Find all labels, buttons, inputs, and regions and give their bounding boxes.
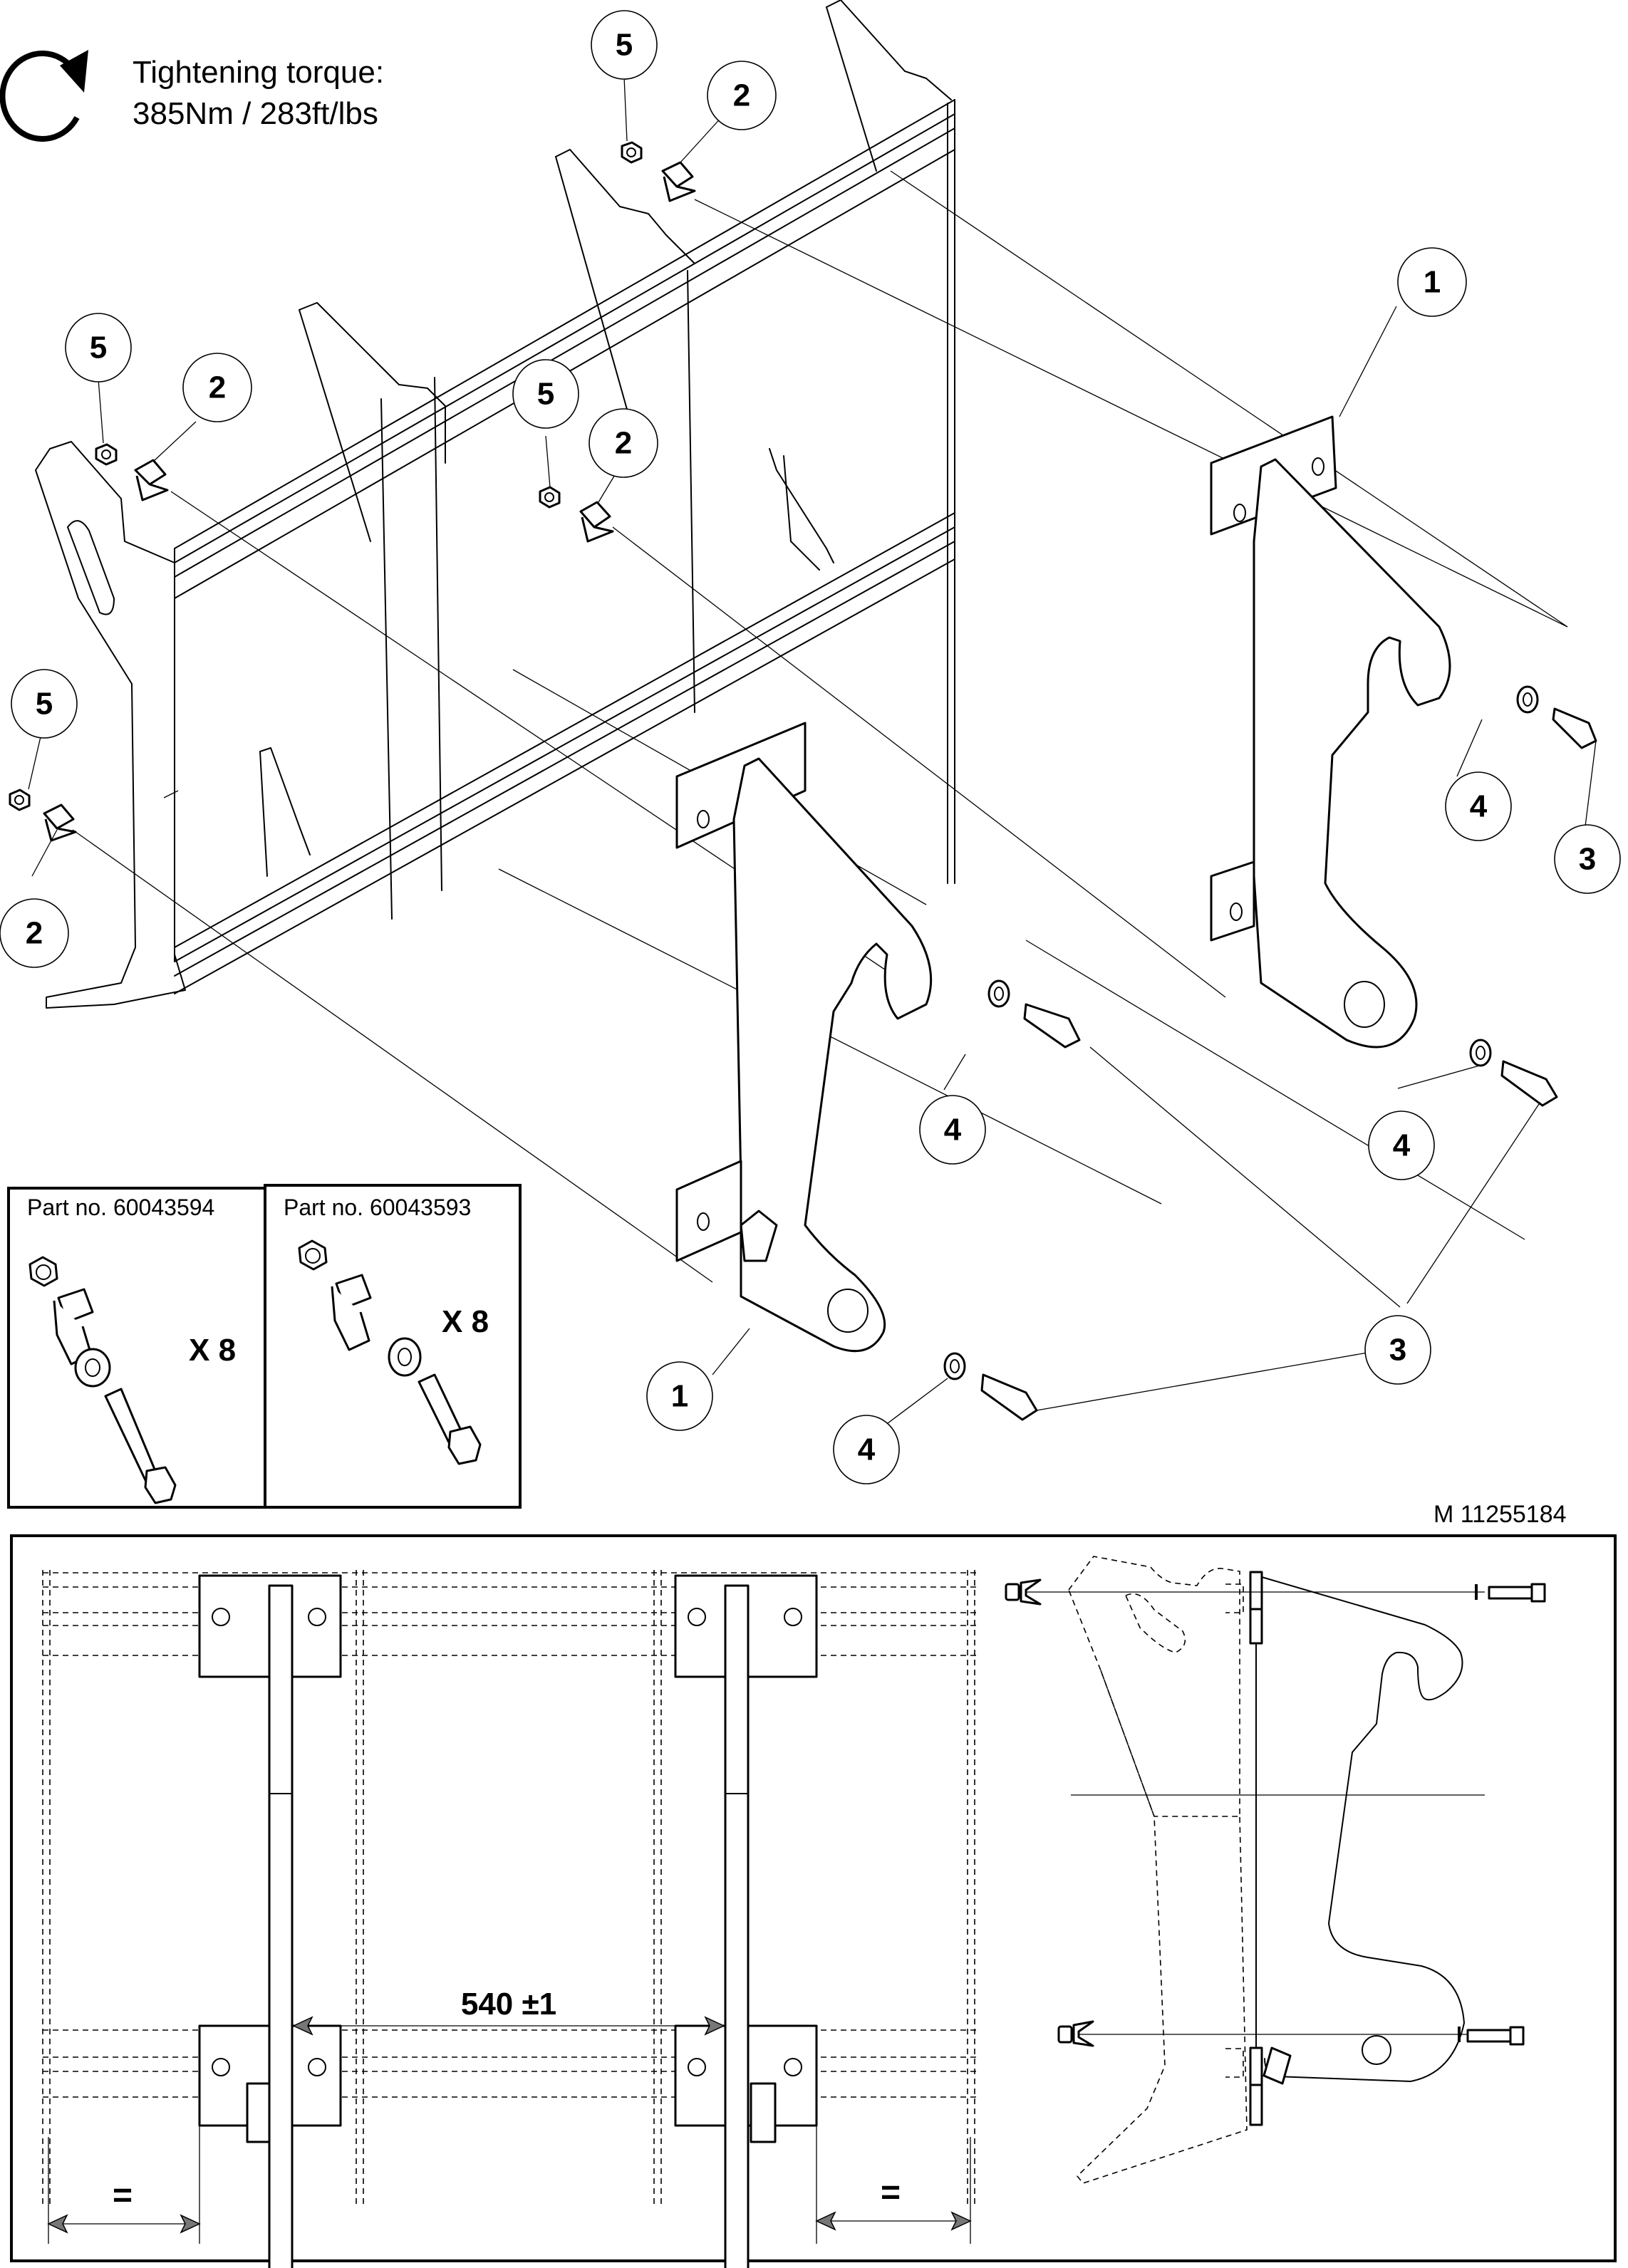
torque-value: 385Nm / 283ft/lbs [133, 96, 378, 131]
equal-dimension-left: = [47, 2126, 201, 2244]
rotate-clockwise-icon [0, 50, 88, 142]
fastener-nut-clamp [9, 141, 696, 842]
callout-2-middle: 2 [589, 408, 658, 478]
torque-label: Tightening torque: [133, 55, 384, 90]
washers-and-bolts [943, 685, 1597, 1421]
dimension-panel [10, 1534, 1617, 2262]
callout-3-lower: 3 [1364, 1315, 1431, 1385]
callout-number: 5 [36, 687, 53, 722]
drawing-number: M 11255184 [1433, 1501, 1567, 1528]
callout-number: 4 [944, 1113, 962, 1148]
callout-3-right-upper: 3 [1554, 824, 1621, 894]
hex-nut-icon [28, 1256, 58, 1287]
callout-4-middle: 4 [919, 1095, 986, 1165]
fork-frame [35, 0, 955, 1009]
mounting-bracket-left [675, 722, 933, 1353]
parts-kit-60043593: Part no. 60043593 X 8 [264, 1184, 522, 1509]
callout-4-right-lower: 4 [1368, 1110, 1435, 1180]
callout-5-left-upper: 5 [65, 313, 132, 383]
equal-sign-right: = [881, 2174, 901, 2212]
callout-number: 3 [1579, 842, 1596, 877]
clamp-plate-icon [331, 1274, 372, 1351]
callout-2-left: 2 [0, 898, 69, 968]
callout-4-lower: 4 [833, 1415, 900, 1484]
callout-1-left: 1 [646, 1361, 713, 1431]
washer-icon [74, 1348, 111, 1388]
washer-icon [388, 1337, 422, 1377]
spacing-dimension-label: 540 ±1 [461, 1987, 556, 2022]
part-number-label: Part no. 60043593 [284, 1195, 471, 1220]
part-number-label: Part no. 60043594 [27, 1195, 214, 1220]
side-view-drawing [1005, 1556, 1546, 2184]
callout-4-right-upper: 4 [1445, 771, 1512, 841]
callout-number: 5 [537, 377, 554, 412]
parts-kit-60043594: Part no. 60043594 X 8 [7, 1187, 266, 1509]
callout-number: 2 [615, 426, 632, 461]
callout-number: 2 [209, 370, 226, 405]
callout-5-middle: 5 [512, 359, 579, 429]
callout-5-left: 5 [11, 669, 78, 739]
quantity-label: X 8 [189, 1333, 236, 1368]
callout-1-right: 1 [1397, 247, 1467, 317]
hex-nut-icon [298, 1239, 328, 1271]
callout-number: 4 [858, 1432, 876, 1467]
spacing-dimension: 540 ±1 [292, 1987, 725, 2036]
callout-number: 1 [1424, 265, 1441, 300]
callout-number: 5 [90, 331, 107, 365]
callout-2-top: 2 [707, 61, 777, 130]
equal-dimension-right: = [815, 2126, 972, 2244]
callout-number: 3 [1389, 1333, 1406, 1368]
callout-number: 2 [26, 916, 43, 951]
torque-note: Tightening torque: 385Nm / 283ft/lbs [0, 50, 384, 142]
callout-2-left-upper: 2 [182, 353, 252, 422]
callout-number: 4 [1393, 1128, 1411, 1163]
clamp-plate-icon [53, 1288, 94, 1366]
mounting-bracket-right [1210, 415, 1451, 1049]
callout-leaders [28, 76, 1597, 1443]
top-view-drawing [42, 1570, 976, 2268]
callout-number: 1 [671, 1379, 688, 1414]
quantity-label: X 8 [442, 1304, 489, 1339]
callout-number: 5 [616, 28, 633, 63]
callout-number: 4 [1470, 789, 1488, 824]
equal-sign-left: = [113, 2177, 133, 2215]
callout-5-top: 5 [591, 10, 658, 80]
long-bolt-icon [104, 1388, 177, 1504]
callout-number: 2 [733, 78, 750, 113]
short-bolt-icon [418, 1373, 482, 1465]
